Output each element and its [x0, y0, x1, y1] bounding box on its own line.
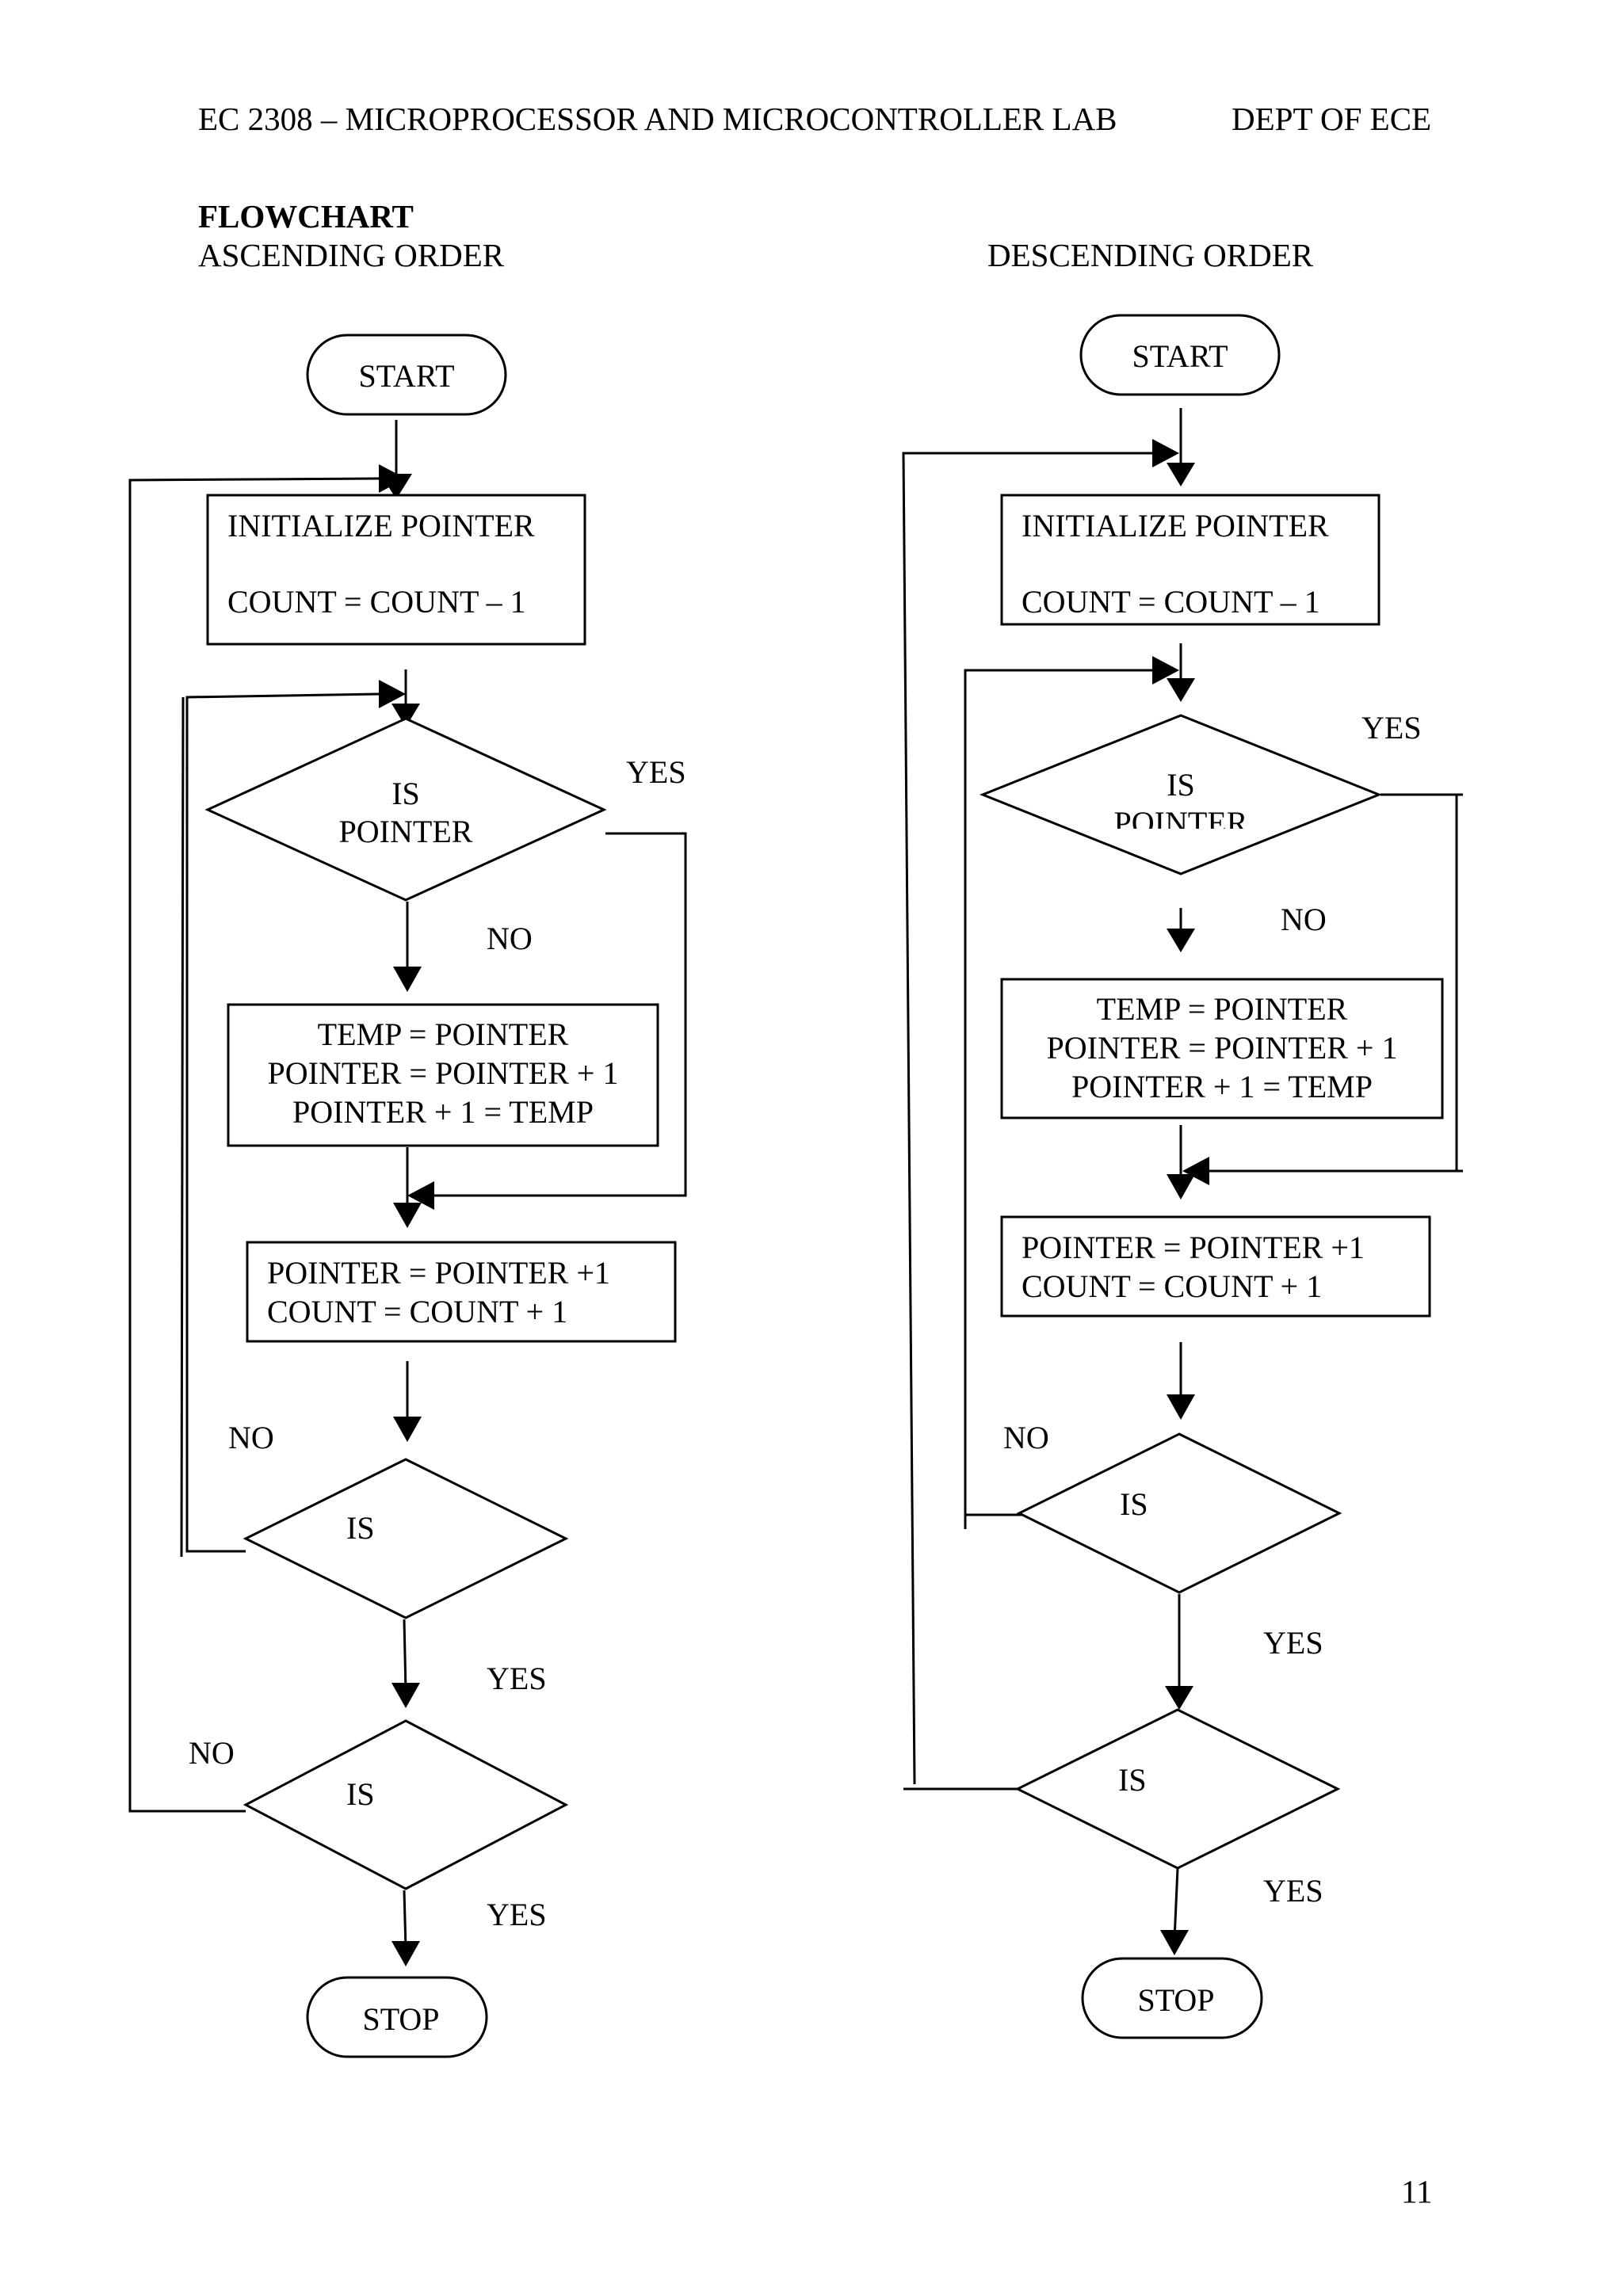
desc-arrowhead	[1152, 656, 1179, 685]
desc-decision-1-yes: YES	[1361, 710, 1422, 746]
asc-arrowhead	[393, 1203, 422, 1228]
asc-decision-2-label: IS	[346, 1510, 375, 1546]
desc-arrowhead	[1182, 1157, 1209, 1185]
desc-decision-2-no: NO	[1003, 1420, 1049, 1455]
asc-arrowhead	[379, 464, 406, 493]
asc-decision-3-yes: YES	[487, 1897, 547, 1932]
asc-decision-2	[242, 1458, 569, 1619]
asc-decision-1-no: NO	[487, 921, 533, 956]
asc-decision-1-yes: YES	[626, 754, 686, 790]
header-course-title: EC 2308 – MICROPROCESSOR AND MICROCONTRO…	[198, 101, 1117, 137]
asc-arrowhead	[391, 704, 420, 727]
desc-arrowhead	[1167, 678, 1195, 702]
desc-arrowhead	[1165, 1686, 1193, 1710]
asc-decision-2-yes: YES	[487, 1661, 547, 1696]
desc-arrowhead	[1167, 1174, 1195, 1199]
desc-decision-3-label: IS	[1118, 1762, 1147, 1798]
asc-yes-bypass-line	[420, 832, 687, 1197]
asc-swap-line1: TEMP = POINTER	[318, 1016, 569, 1052]
desc-outer-loop-line	[902, 452, 1152, 1785]
asc-decision-1	[204, 717, 607, 902]
asc-inner-loop-line	[180, 696, 185, 1558]
asc-decision-3	[242, 1719, 569, 1890]
asc-swap-line3: POINTER + 1 = TEMP	[292, 1094, 594, 1130]
asc-stop-terminator	[306, 1976, 488, 2058]
desc-arrowhead	[1167, 463, 1195, 486]
desc-increment-box	[1000, 1215, 1431, 1318]
desc-inner-loop-line	[964, 669, 1152, 1516]
desc-decision-1	[979, 714, 1383, 875]
desc-swap-line3: POINTER + 1 = TEMP	[1071, 1069, 1373, 1104]
desc-arrowhead	[1167, 929, 1195, 952]
asc-increment-box	[246, 1241, 677, 1343]
desc-arrowhead	[1152, 439, 1179, 467]
asc-arrowhead	[391, 1941, 420, 1966]
asc-start-terminator	[306, 334, 507, 416]
desc-start-terminator	[1079, 314, 1281, 396]
asc-decision-1-line2: POINTER	[339, 814, 473, 849]
asc-stop-label: STOP	[362, 2001, 439, 2037]
desc-arrowhead	[1160, 1930, 1189, 1955]
desc-stop-terminator	[1081, 1957, 1263, 2039]
desc-decision-1-line1: IS	[1167, 767, 1195, 803]
desc-connector	[1173, 1867, 1179, 1940]
desc-start-label: START	[1132, 338, 1228, 374]
page-number: 11	[1401, 2173, 1433, 2210]
asc-swap-line2: POINTER = POINTER + 1	[268, 1055, 619, 1091]
desc-arrowhead	[1167, 1394, 1195, 1420]
desc-stop-label: STOP	[1137, 1982, 1214, 2018]
asc-init-line2: COUNT = COUNT – 1	[227, 584, 526, 620]
desc-decision-2-label: IS	[1120, 1486, 1148, 1522]
asc-arrowhead	[393, 1417, 422, 1442]
desc-decision-1-line2: POINTER	[1114, 805, 1248, 841]
desc-swap-line1: TEMP = POINTER	[1097, 991, 1348, 1027]
asc-init-line1: INITIALIZE POINTER	[227, 508, 535, 543]
descending-title: DESCENDING ORDER	[987, 237, 1314, 273]
asc-outer-loop-line	[128, 477, 380, 1813]
asc-swap-box	[227, 1003, 659, 1147]
desc-decision-2	[1016, 1432, 1342, 1594]
desc-init-line2: COUNT = COUNT – 1	[1022, 584, 1320, 620]
asc-decision-3-label: IS	[346, 1776, 375, 1812]
desc-decision-2-yes: YES	[1263, 1625, 1323, 1661]
asc-arrowhead	[393, 967, 422, 992]
asc-decision-3-no: NO	[189, 1735, 235, 1771]
desc-swap-box	[1000, 978, 1444, 1119]
asc-connector	[403, 1619, 407, 1692]
desc-yes-bypass-line	[1193, 793, 1458, 1173]
section-title: FLOWCHART	[198, 198, 414, 235]
asc-increment-line2: COUNT = COUNT + 1	[267, 1294, 567, 1329]
header-department: DEPT OF ECE	[1232, 101, 1432, 137]
asc-decision-2-no: NO	[228, 1420, 274, 1455]
desc-init-line1: INITIALIZE POINTER	[1022, 508, 1329, 543]
ascending-title: ASCENDING ORDER	[198, 237, 505, 273]
ascending-flowchart: START INITIALIZE POINTER COUNT = COUNT –…	[128, 334, 687, 2058]
desc-swap-line2: POINTER = POINTER + 1	[1047, 1030, 1398, 1066]
asc-arrowhead	[379, 680, 406, 708]
asc-initialize-box	[206, 494, 586, 646]
desc-decision-3-yes: YES	[1263, 1873, 1323, 1909]
desc-increment-line2: COUNT = COUNT + 1	[1022, 1268, 1322, 1304]
desc-increment-line1: POINTER = POINTER +1	[1022, 1230, 1365, 1265]
asc-arrowhead	[407, 1181, 434, 1210]
desc-decision-3	[1014, 1708, 1341, 1870]
desc-initialize-box	[1000, 494, 1381, 626]
asc-inner-loop-line	[185, 692, 380, 1553]
desc-decision-1-no: NO	[1281, 902, 1327, 937]
asc-increment-line1: POINTER = POINTER +1	[267, 1255, 610, 1291]
asc-connector	[403, 1890, 407, 1950]
asc-start-label: START	[358, 358, 454, 394]
asc-arrowhead	[391, 1683, 420, 1708]
asc-decision-1-line1: IS	[391, 776, 420, 811]
descending-flowchart: START INITIALIZE POINTER COUNT = COUNT –…	[902, 314, 1463, 2039]
